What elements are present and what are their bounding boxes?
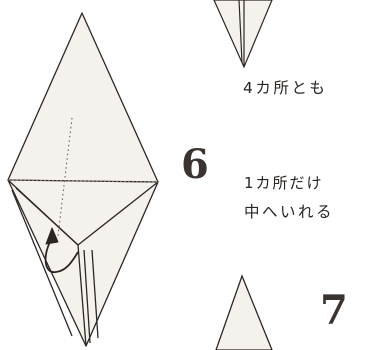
caption-all-four: 4カ所とも: [243, 79, 328, 97]
arrowhead-icon: [45, 227, 59, 245]
step-number-6: 6: [181, 141, 209, 188]
previous-step-model: [213, 0, 273, 69]
caption-insert-inside: 中へいれる: [244, 203, 335, 221]
fold-arrow-icon: [44, 237, 79, 273]
step7-model: [215, 274, 273, 350]
step6-model: [7, 12, 159, 347]
horizontal-fold-line: [7, 179, 159, 183]
caption-only-one: 1カ所だけ: [244, 174, 324, 192]
diamond-outline: [7, 12, 159, 347]
inner-edge-left: [11, 189, 73, 337]
valley-fold-line: [57, 117, 73, 237]
inner-edge-right: [77, 244, 87, 347]
step-number-7: 7: [320, 287, 348, 334]
